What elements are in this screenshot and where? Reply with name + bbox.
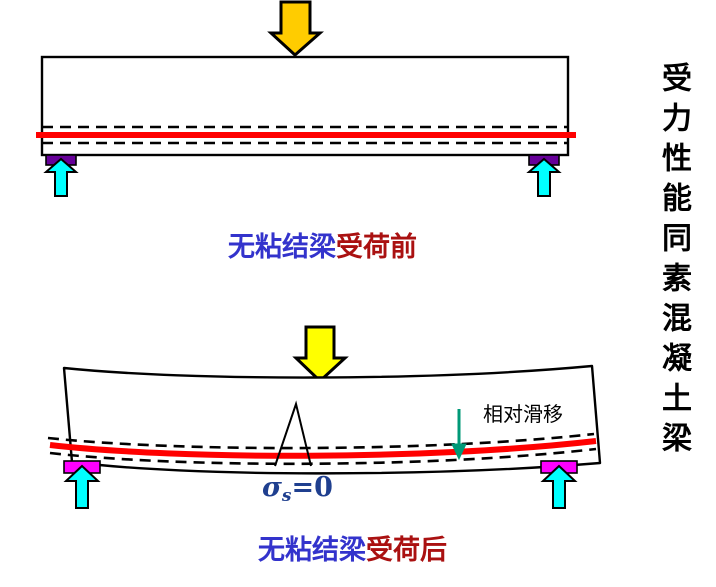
reaction-arrow-right-after xyxy=(540,464,578,509)
support-right-after xyxy=(540,460,578,509)
slip-arrow-head xyxy=(451,443,467,461)
reaction-arrow-right-before xyxy=(526,157,562,197)
sigma-symbol: σ xyxy=(262,472,282,503)
caption-after-part2: 受荷后 xyxy=(366,535,447,566)
caption-before-part2: 受荷前 xyxy=(336,232,417,263)
caption-before-part1: 无粘结梁 xyxy=(228,232,336,263)
support-right-before xyxy=(526,154,562,197)
reaction-arrow-left-before xyxy=(43,157,79,197)
vertical-title: 受力性能同素混凝土梁 xyxy=(656,62,691,462)
caption-after-loading: 无粘结梁受荷后 xyxy=(258,528,447,567)
tendon-stress-label: σs=0 xyxy=(262,472,333,506)
load-arrow-icon xyxy=(267,0,324,58)
caption-after-part1: 无粘结梁 xyxy=(258,535,366,566)
slip-arrow-down xyxy=(451,409,467,461)
tendon-line-after xyxy=(49,438,597,459)
beam-outline-before xyxy=(40,55,570,157)
panel-after-loading xyxy=(47,325,602,509)
support-left-after xyxy=(63,460,101,509)
relative-slip-label: 相对滑移 xyxy=(483,402,563,426)
sigma-equation: =0 xyxy=(291,472,333,503)
sigma-subscript: s xyxy=(281,486,292,506)
caption-before-loading: 无粘结梁受荷前 xyxy=(228,225,417,264)
load-arrow-down-top xyxy=(267,0,324,58)
duct-line-upper-after xyxy=(47,432,595,450)
panel-before-loading xyxy=(36,0,576,197)
load-arrow-icon xyxy=(292,325,349,384)
support-left-before xyxy=(43,154,79,197)
load-arrow-down-bottom xyxy=(292,325,349,384)
reaction-arrow-left-after xyxy=(63,464,101,509)
sigma-leader-line xyxy=(274,400,312,467)
